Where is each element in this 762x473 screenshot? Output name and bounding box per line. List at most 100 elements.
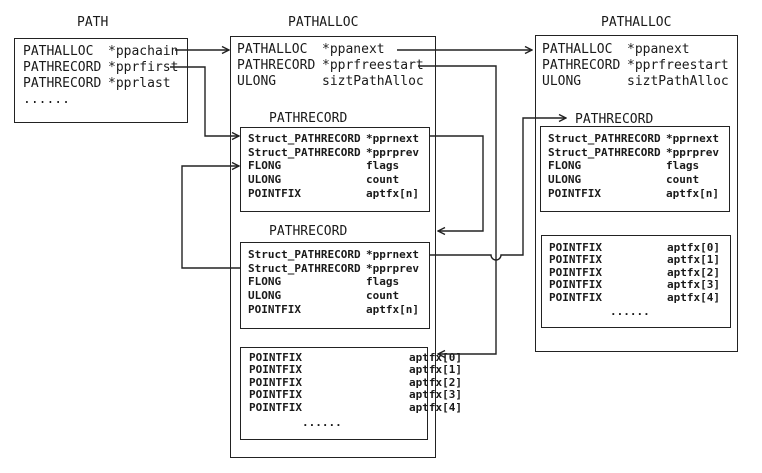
field-name: aptfx[3] [409, 388, 462, 402]
field-type: FLONG [548, 159, 582, 172]
field-type: ULONG [542, 74, 582, 89]
field-type: POINTFIX [549, 290, 602, 304]
field-name: aptfx[4] [409, 400, 462, 414]
struct-field-row: ULONG count [548, 173, 729, 187]
field-name: siztPathAlloc [627, 74, 729, 89]
field-name: *ppachain [108, 44, 179, 59]
field-name: count [366, 172, 400, 186]
field-type: POINTFIX [549, 278, 602, 292]
struct-field-row: PATHALLOC *ppanext [237, 42, 424, 58]
struct-field-row: POINTFIX aptfx[3] [549, 278, 730, 292]
struct-field-row: Struct_PATHRECORD *pprnext [248, 132, 429, 146]
field-type: FLONG [248, 159, 282, 172]
struct-field-row: ULONG count [248, 173, 429, 187]
field-name: *pprfreestart [322, 58, 424, 73]
struct-field-row: ULONG siztPathAlloc [237, 74, 424, 90]
field-type: ULONG [548, 172, 582, 186]
field-name: *pprfirst [108, 60, 179, 75]
struct-field-row: PATHRECORD *pprfirst [23, 60, 187, 76]
ellipsis-row: ...... [610, 305, 650, 319]
struct-field-row: POINTFIX aptfx[2] [549, 266, 730, 279]
field-name: siztPathAlloc [322, 74, 424, 89]
struct-field-row: FLONG flags [248, 275, 429, 289]
field-type: PATHALLOC [542, 42, 613, 57]
field-type: PATHALLOC [237, 42, 308, 57]
struct-field-row: ULONG count [248, 289, 429, 303]
struct-field-row: Struct_PATHRECORD *pprnext [248, 248, 429, 262]
field-name: count [366, 288, 400, 302]
field-name: aptfx[1] [409, 363, 462, 377]
field-type: PATHALLOC [23, 44, 94, 59]
field-name: *pprnext [366, 248, 419, 261]
ellipsis-row: ...... [302, 416, 342, 430]
field-name: flags [666, 159, 700, 172]
field-type: POINTFIX [249, 351, 302, 364]
struct-field-row: POINTFIX aptfx[n] [248, 187, 429, 201]
struct-field-row: PATHALLOC *ppachain [23, 44, 187, 60]
struct-field-row: Struct_PATHRECORD *pprnext [548, 132, 729, 146]
struct-field-row: Struct_PATHRECORD *pprprev [548, 146, 729, 160]
struct-field-row: POINTFIX aptfx[1] [549, 253, 730, 267]
field-type: Struct_PATHRECORD [248, 248, 361, 261]
field-type: Struct_PATHRECORD [248, 261, 361, 275]
struct-field-row: POINTFIX aptfx[2] [249, 376, 462, 389]
path-struct-box: PATHALLOC *ppachain PATHRECORD *pprfirst… [14, 38, 188, 123]
pathalloc1-fields: PATHALLOC *ppanext PATHRECORD *pprfreest… [237, 42, 424, 90]
field-name: *ppanext [627, 42, 690, 57]
field-type: PATHRECORD [23, 60, 102, 75]
field-type: PATHRECORD [237, 58, 316, 73]
pathrecord2-box: Struct_PATHRECORD *pprnext Struct_PATHRE… [240, 242, 430, 329]
struct-field-row: ULONG siztPathAlloc [542, 74, 729, 90]
field-name: *ppanext [322, 42, 385, 57]
field-name: *pprnext [666, 132, 719, 145]
field-name: aptfx[4] [667, 290, 720, 304]
struct-field-row: POINTFIX aptfx[n] [548, 187, 729, 201]
pointfix-array1-box: POINTFIX aptfx[0] POINTFIX aptfx[1] POIN… [240, 347, 462, 440]
field-type: POINTFIX [249, 400, 302, 414]
field-type: POINTFIX [549, 253, 602, 267]
field-type: Struct_PATHRECORD [548, 132, 661, 145]
field-name: aptfx[3] [667, 278, 720, 292]
field-type: Struct_PATHRECORD [548, 145, 661, 159]
field-name: count [666, 172, 700, 186]
ellipsis-row: ...... [23, 92, 70, 107]
field-name: flags [366, 275, 400, 288]
struct-field-row: PATHRECORD *pprlast [23, 76, 187, 92]
path-title: PATH [77, 15, 109, 30]
connector-pprnext1-arrow [430, 135, 484, 231]
struct-field-row: PATHRECORD *pprfreestart [542, 58, 729, 74]
struct-field-row: FLONG flags [548, 159, 729, 173]
struct-field-row: PATHALLOC *ppanext [542, 42, 729, 58]
pathrecord3-box: Struct_PATHRECORD *pprnext Struct_PATHRE… [540, 126, 730, 212]
field-name: aptfx[n] [366, 187, 419, 200]
field-type: ULONG [237, 74, 277, 89]
field-type: ULONG [248, 288, 282, 302]
pathalloc2-title: PATHALLOC [601, 15, 672, 30]
pathrecord2-title: PATHRECORD [269, 224, 348, 239]
pathalloc2-fields: PATHALLOC *ppanext PATHRECORD *pprfreest… [542, 42, 729, 90]
field-name: aptfx[n] [666, 187, 719, 200]
struct-field-row: POINTFIX aptfx[4] [249, 400, 462, 414]
struct-field-row: POINTFIX aptfx[n] [248, 303, 429, 317]
field-name: *pprprev [666, 145, 719, 159]
field-type: FLONG [248, 275, 282, 288]
struct-field-row: Struct_PATHRECORD *pprprev [248, 146, 429, 160]
pointfix-array2-box: POINTFIX aptfx[0] POINTFIX aptfx[1] POIN… [541, 235, 731, 328]
struct-field-row: FLONG flags [248, 159, 429, 173]
field-type: PATHRECORD [542, 58, 621, 73]
field-type: POINTFIX [248, 187, 301, 200]
field-name: *pprfreestart [627, 58, 729, 73]
field-name: *pprprev [366, 261, 419, 275]
pathalloc1-title: PATHALLOC [288, 15, 359, 30]
field-name: aptfx[0] [667, 241, 720, 254]
field-type: Struct_PATHRECORD [248, 145, 361, 159]
pathrecord3-title: PATHRECORD [575, 112, 654, 127]
field-type: POINTFIX [548, 187, 601, 200]
field-type: POINTFIX [249, 363, 302, 377]
field-name: aptfx[1] [667, 253, 720, 267]
field-name: *pprprev [366, 145, 419, 159]
field-name: flags [366, 159, 400, 172]
struct-field-row: POINTFIX aptfx[1] [249, 363, 462, 377]
field-type: POINTFIX [249, 388, 302, 402]
